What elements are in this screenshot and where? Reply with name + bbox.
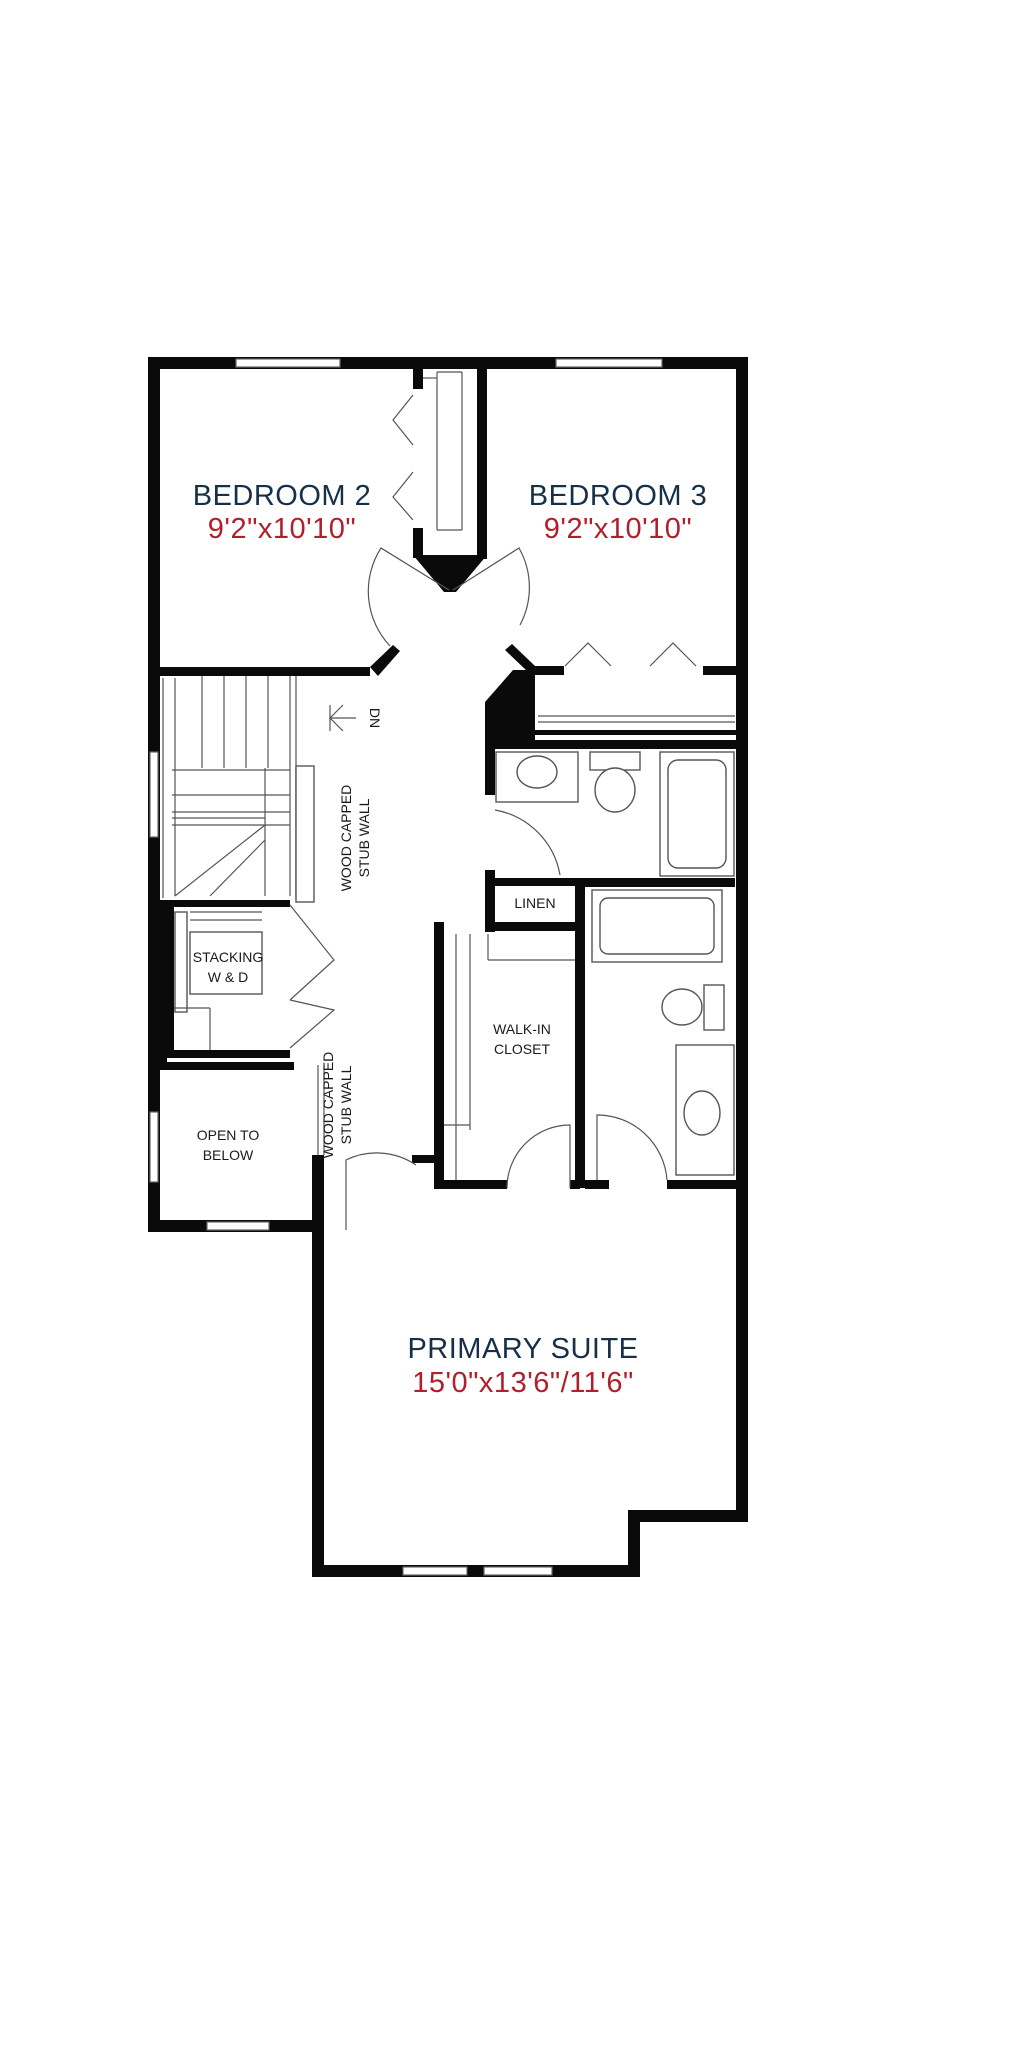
walkin-label-line2: CLOSET <box>494 1041 550 1057</box>
stacking-label-line2: W & D <box>208 969 248 985</box>
laundry <box>174 904 336 1050</box>
bath-2 <box>494 751 735 877</box>
stub-wall-upper-line2: STUB WALL <box>356 798 372 877</box>
stacking-label-line1: STACKING <box>193 949 264 965</box>
stair-dn-label: DN <box>367 708 383 728</box>
bedroom-2-name: BEDROOM 2 <box>193 480 372 512</box>
open-to-below-line1: OPEN TO <box>197 1127 260 1143</box>
linen-label: LINEN <box>514 895 555 911</box>
walkin-label-line1: WALK-IN <box>493 1021 551 1037</box>
primary-suite-name: PRIMARY SUITE <box>407 1333 638 1365</box>
closet-details <box>392 371 735 723</box>
stub-wall-upper-line1: WOOD CAPPED <box>338 785 354 892</box>
interior-walls <box>148 369 748 1189</box>
stub-wall-lower-line2: STUB WALL <box>338 1065 354 1144</box>
bedroom-2-dims: 9'2"x10'10" <box>208 513 356 545</box>
bedroom-3-dims: 9'2"x10'10" <box>544 513 692 545</box>
primary-suite-dims: 15'0"x13'6"/11'6" <box>412 1367 634 1399</box>
ensuite <box>591 889 735 1181</box>
windows <box>149 358 663 1576</box>
bedroom-3-name: BEDROOM 3 <box>529 480 708 512</box>
primary-door-swing <box>345 1152 417 1230</box>
stub-wall-lower-line1: WOOD CAPPED <box>320 1052 336 1159</box>
stairs <box>162 676 356 903</box>
bedroom-doors <box>367 547 530 647</box>
open-to-below-line2: BELOW <box>203 1147 254 1163</box>
walk-in-closet <box>444 934 575 1189</box>
